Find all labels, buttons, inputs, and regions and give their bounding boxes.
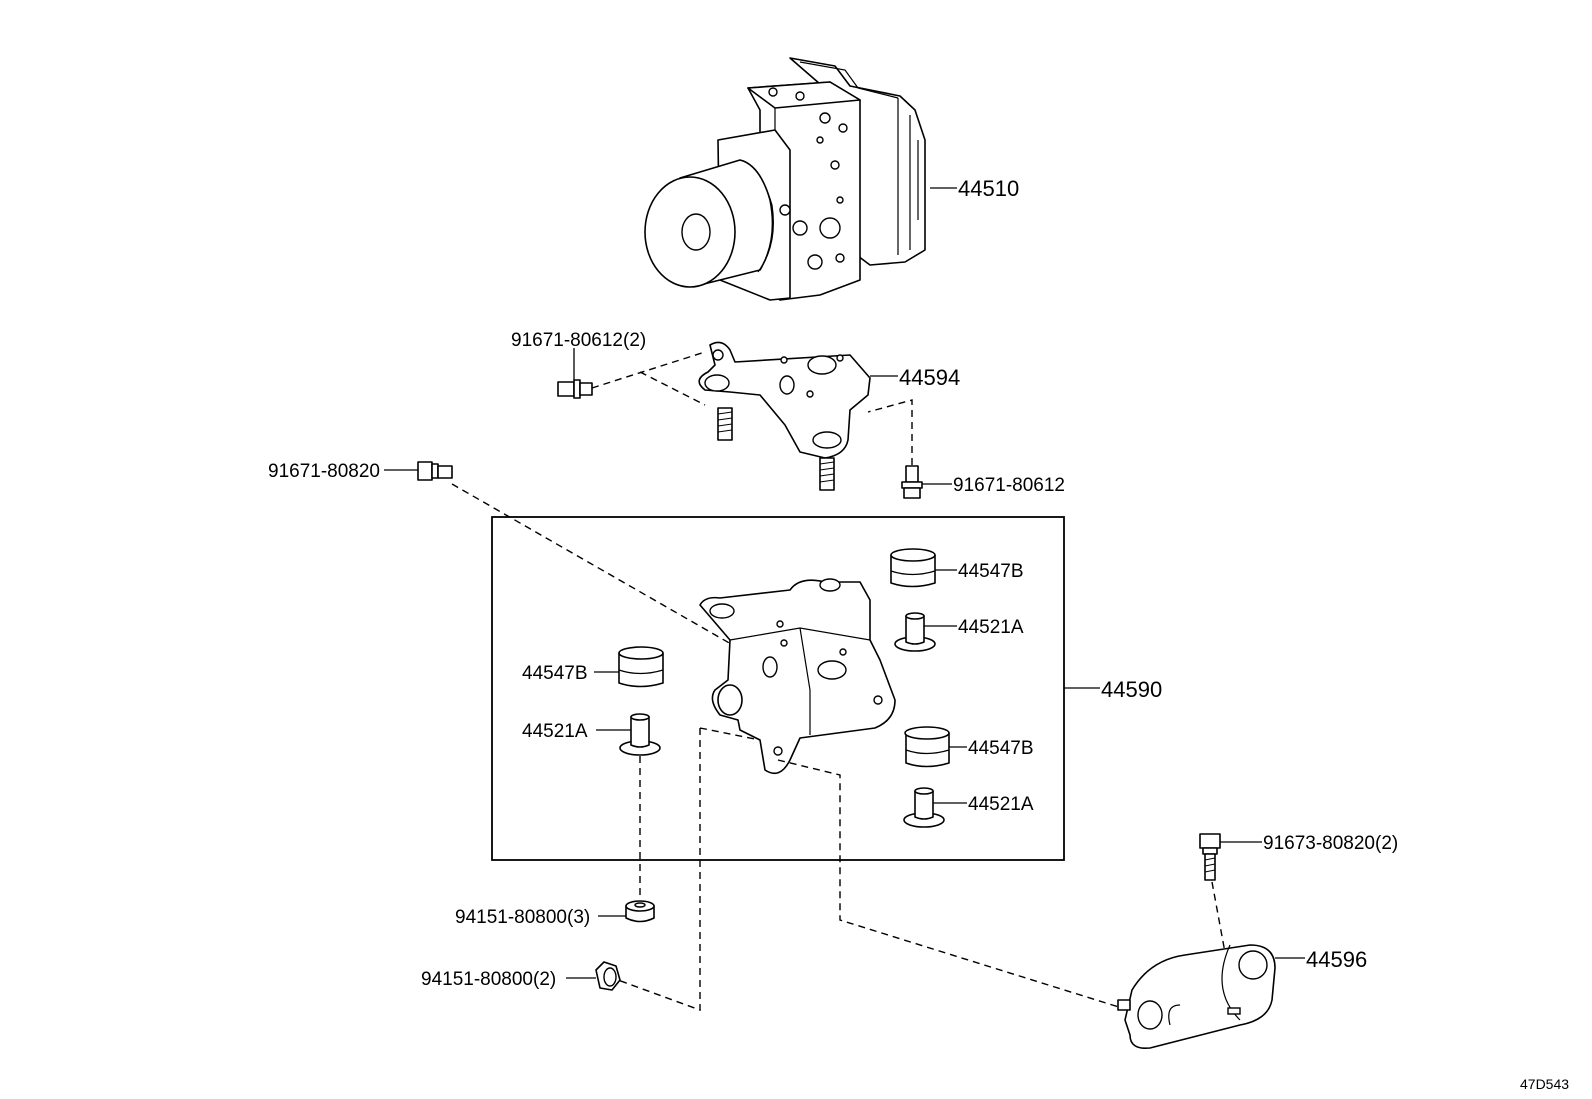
label-collar-bottom: 44521A (968, 794, 1034, 815)
dashed-nut2-line (617, 727, 761, 1012)
main-bracket-illustration (699, 578, 896, 775)
collar-bottom-icon (903, 787, 945, 828)
label-collar-top: 44521A (958, 617, 1024, 638)
dashed-lower-stud-line (867, 399, 913, 465)
nut-3-icon (625, 900, 655, 923)
upper-bracket-stud-left (717, 407, 733, 441)
label-lower-bracket: 44596 (1306, 947, 1367, 972)
label-nut-3: 94151-80800(3) (455, 907, 590, 928)
left-bolt-icon (417, 461, 453, 481)
lower-stud-bolt-icon (901, 465, 923, 499)
diagram-code: 47D543 (1520, 1076, 1569, 1092)
upper-bracket-stud-right (819, 457, 835, 491)
label-left-bolt: 91671-80820 (268, 461, 380, 482)
upper-bracket-illustration (698, 341, 871, 459)
bracket-bolt-icon (1199, 833, 1221, 881)
upper-bracket-bolt-icon (557, 379, 593, 399)
dashed-left-bolt-line (451, 483, 746, 653)
label-nut-2: 94151-80800(2) (421, 969, 556, 990)
label-bracket-bolt: 91673-80820(2) (1263, 833, 1398, 854)
label-upper-bracket-bolt: 91671-80612(2) (511, 330, 646, 351)
collar-top-icon (894, 612, 936, 652)
collar-left-icon (619, 713, 661, 756)
dashed-lower-bracket-line (777, 759, 1123, 1009)
label-actuator: 44510 (958, 176, 1019, 201)
label-collar-left: 44521A (522, 721, 588, 742)
label-cushion-bottom: 44547B (968, 738, 1034, 759)
cushion-left-icon (618, 646, 664, 688)
label-upper-bracket: 44594 (899, 365, 960, 390)
label-lower-stud-bolt: 91671-80612 (953, 475, 1065, 496)
label-assembly: 44590 (1101, 677, 1162, 702)
label-cushion-left: 44547B (522, 663, 588, 684)
abs-actuator-illustration (644, 57, 926, 301)
cushion-bottom-icon (904, 726, 950, 768)
label-cushion-top: 44547B (958, 561, 1024, 582)
nut-2-icon (595, 961, 621, 991)
cushion-top-icon (890, 548, 936, 588)
dashed-upper-bolt-line (591, 351, 706, 406)
lower-bracket-illustration (1117, 944, 1276, 1050)
